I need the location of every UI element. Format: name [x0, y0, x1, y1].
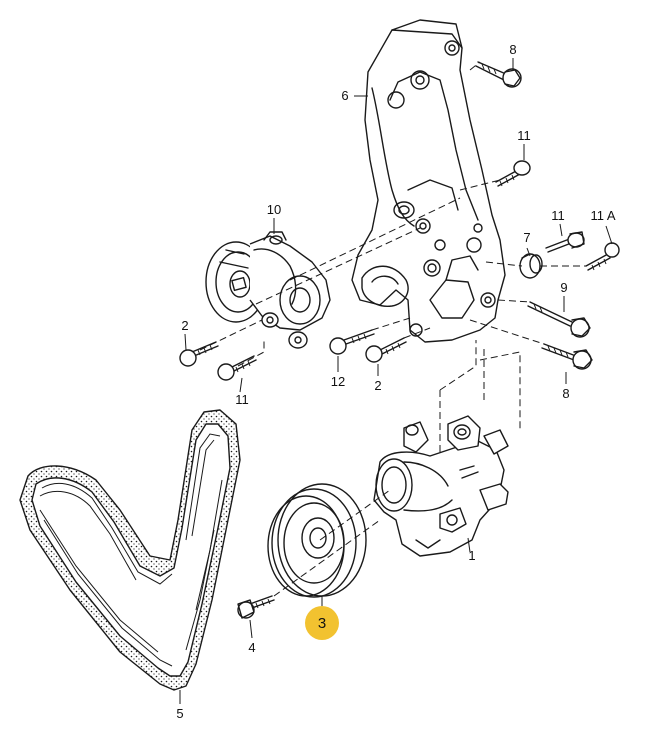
- callout-label: 11: [235, 392, 249, 407]
- highlight-marker: [305, 606, 339, 640]
- callout-label: 2: [374, 378, 381, 393]
- bolt-9: [527, 301, 591, 338]
- callout-label: 10: [267, 202, 281, 217]
- bolt-2-left: [179, 341, 219, 367]
- callout-label: 11: [517, 128, 531, 143]
- callout-label: 11 A: [590, 208, 615, 223]
- bolt-11a: [585, 242, 620, 271]
- mounting-bracket: [351, 19, 506, 343]
- bolt-11-upper: [495, 160, 531, 187]
- callout-label: 4: [248, 640, 255, 655]
- bolt-11-left: [217, 355, 257, 381]
- callout-labels: 1 2 2 3 4 5 6 7 8 8 9 10 11 11 11 11 A 1…: [176, 42, 615, 721]
- poly-v-belt: [19, 409, 241, 691]
- callout-label: 5: [176, 706, 183, 721]
- bolt-4: [237, 595, 275, 619]
- callout-label: 12: [331, 374, 345, 389]
- belt-tensioner: [205, 231, 331, 349]
- bolt-8-lower: [541, 343, 593, 370]
- callout-label-highlighted: 3: [318, 615, 326, 632]
- callout-label: 6: [341, 88, 348, 103]
- callout-label: 8: [562, 386, 569, 401]
- callout-label: 2: [181, 318, 188, 333]
- callout-label: 11: [551, 208, 565, 223]
- assembly-lines: [199, 61, 586, 597]
- pump-pulley: [267, 483, 367, 598]
- bolt-12: [329, 329, 375, 355]
- callout-label: 1: [468, 548, 475, 563]
- bolt-11-right: [545, 231, 585, 253]
- power-steering-pump: [373, 415, 509, 557]
- leader-lines: [179, 58, 613, 704]
- bolt-8-upper: [475, 61, 522, 88]
- callout-label: 7: [523, 230, 530, 245]
- callout-label: 8: [509, 42, 516, 57]
- spacer-7: [519, 253, 543, 279]
- callout-label: 9: [560, 280, 567, 295]
- bolt-2-center: [365, 337, 407, 363]
